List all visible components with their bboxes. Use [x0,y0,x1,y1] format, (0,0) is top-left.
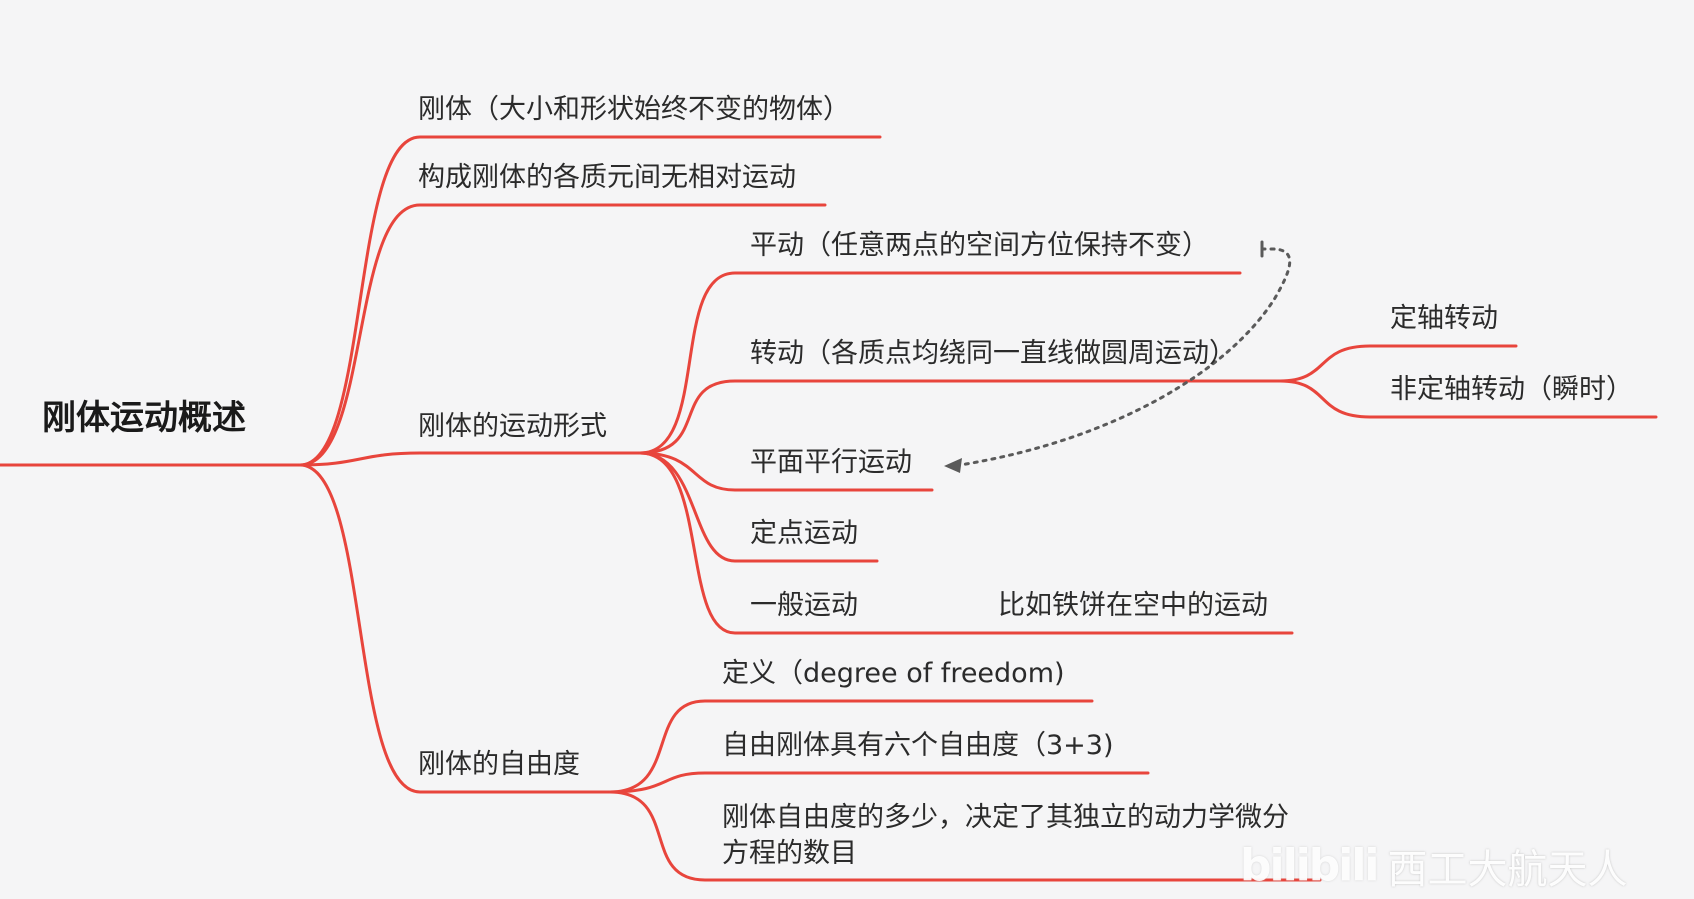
node-non-fixed-axis-rotation[interactable]: 非定轴转动（瞬时） [1390,374,1633,405]
node-general-motion-example[interactable]: 比如铁饼在空中的运动 [998,590,1268,621]
node-rotation[interactable]: 转动（各质点均绕同一直线做圆周运动） [750,338,1236,369]
branch-to-dof-definition [608,699,1094,794]
branch-root-to-dof [298,463,612,794]
branch-to-non-fixed-axis [1278,379,1658,419]
node-motion-forms[interactable]: 刚体的运动形式 [418,411,607,442]
node-fixed-axis-rotation[interactable]: 定轴转动 [1390,303,1498,334]
branch-to-dof-free-body [608,771,1150,794]
branch-root-to-no-relative-motion [298,203,827,467]
node-rigid-body-definition[interactable]: 刚体（大小和形状始终不变的物体） [418,94,850,125]
root-node[interactable]: 刚体运动概述 [42,398,246,438]
relation-connector [958,247,1292,467]
branch-to-fixed-axis [1278,344,1518,383]
bilibili-logo: bilibili [1240,840,1379,891]
node-degrees-of-freedom[interactable]: 刚体的自由度 [418,749,580,780]
branch-root-to-motion-forms [298,451,642,467]
node-plane-parallel[interactable]: 平面平行运动 [750,447,912,478]
node-no-relative-motion[interactable]: 构成刚体的各质元间无相对运动 [418,162,796,193]
node-dof-definition[interactable]: 定义（degree of freedom) [722,658,1065,689]
branch-to-rotation [638,379,1282,455]
branch-root-to-definition [298,135,882,467]
node-dof-significance[interactable]: 刚体自由度的多少，决定了其独立的动力学微分方程的数目 [722,802,1289,869]
node-dof-free-body[interactable]: 自由刚体具有六个自由度（3+3) [722,730,1114,761]
node-fixed-point[interactable]: 定点运动 [750,518,858,549]
branch-to-dof-significance [608,790,1322,882]
watermark: bilibili 西工大航天人 [1240,832,1694,899]
branch-to-general [638,451,1294,635]
node-translation[interactable]: 平动（任意两点的空间方位保持不变） [750,230,1209,261]
relation-arrowhead [944,458,962,473]
watermark-text: 西工大航天人 [1387,846,1628,893]
branch-to-translation [638,271,1242,455]
branch-to-plane-parallel [638,451,934,492]
node-general-motion[interactable]: 一般运动 [750,590,858,621]
